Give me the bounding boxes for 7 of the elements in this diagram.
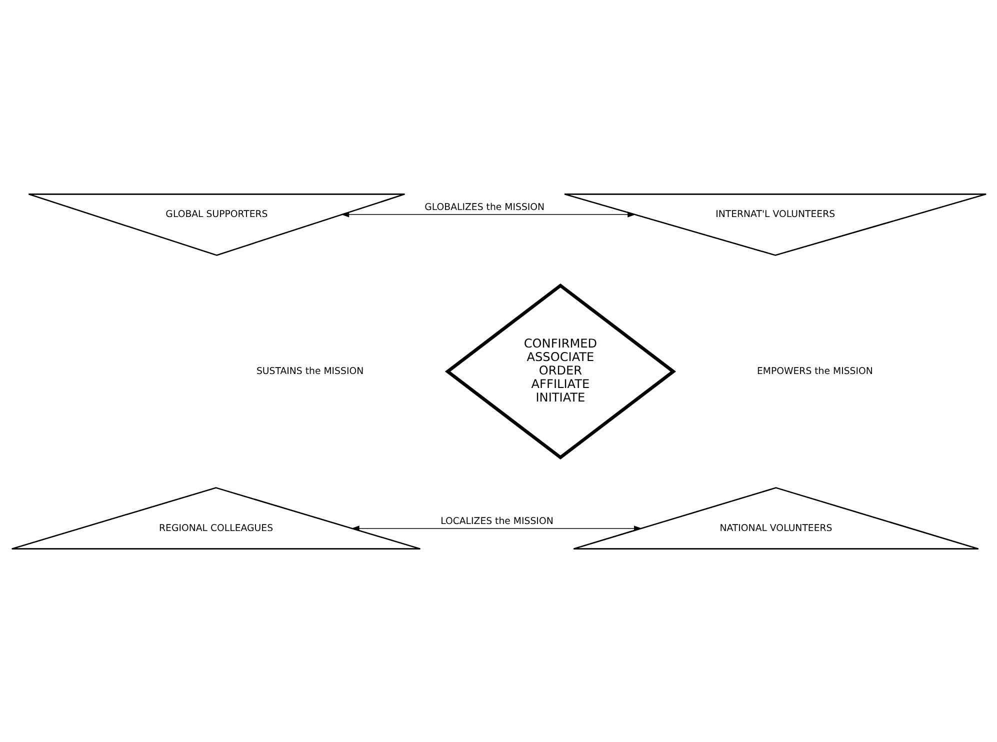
- edge-label: LOCALIZES the MISSION: [440, 515, 553, 526]
- node-diamond: CONFIRMED ASSOCIATE ORDER AFFILIATE INITIATE: [444, 282, 676, 460]
- label: EMPOWERS the MISSION: [756, 365, 872, 376]
- arrow: [350, 525, 642, 531]
- edge-label: GLOBALIZES the MISSION: [424, 201, 544, 212]
- arrow: [340, 211, 636, 217]
- label: SUSTAINS the MISSION: [256, 365, 364, 376]
